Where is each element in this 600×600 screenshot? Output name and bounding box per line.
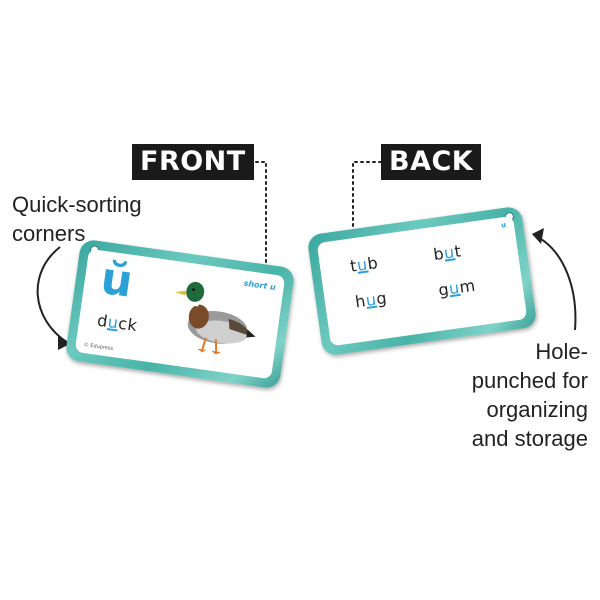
flashcard-back: u tub but hug gum [306, 205, 538, 357]
duck-image [175, 281, 256, 355]
callout-line: and storage [471, 426, 588, 451]
curved-arrow-right [532, 228, 577, 331]
card-face: u tub but hug gum [316, 215, 528, 347]
vowel-symbol: ŭ [97, 252, 136, 308]
callout-line: Hole- [535, 339, 588, 364]
word-part: g [375, 288, 389, 309]
word-part: t [453, 241, 463, 262]
card-face: ŭ duck short u © Edupress [74, 248, 286, 380]
copyright-text: © Edupress [83, 341, 114, 352]
callout-hole-punched: Hole- punched for organizing and storage [418, 337, 588, 453]
card-word: duck [96, 311, 139, 335]
word-part: m [458, 275, 477, 297]
front-label: FRONT [132, 144, 254, 180]
callout-line: organizing [486, 397, 588, 422]
word-part: ck [117, 313, 139, 336]
callout-line: punched for [471, 368, 588, 393]
flashcard-front: ŭ duck short u © Edupress [64, 238, 296, 390]
card-word: gum [437, 276, 477, 300]
card-word: tub [349, 253, 379, 276]
callout-sorting-corners: Quick-sorting corners [12, 190, 182, 248]
callout-line: Quick-sorting [12, 192, 142, 217]
curved-arrow-left [36, 246, 70, 350]
card-code: u [500, 220, 507, 230]
callout-line: corners [12, 221, 86, 246]
card-word: hug [354, 288, 388, 311]
word-part: b [366, 253, 380, 274]
card-word: but [432, 241, 462, 264]
back-label: BACK [381, 144, 482, 180]
